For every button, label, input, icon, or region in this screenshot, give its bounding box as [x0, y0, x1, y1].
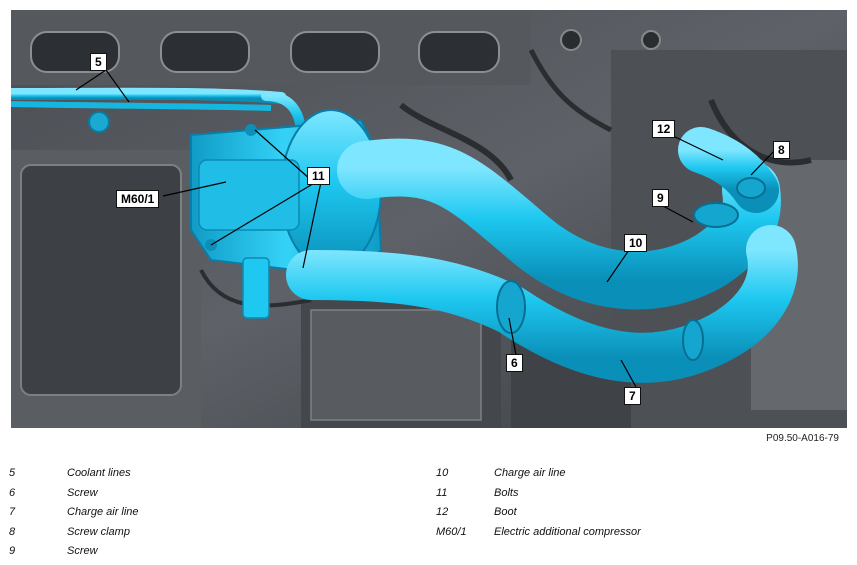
legend-number: 11	[436, 487, 448, 499]
legend-description: Bolts	[494, 487, 519, 499]
legend-description: Electric additional compressor	[494, 526, 641, 538]
legend-description: Charge air line	[494, 467, 566, 479]
charge-air-line-7	[286, 225, 798, 383]
legend-number: 6	[9, 487, 16, 499]
callout-12: 12	[652, 120, 676, 138]
legend-number: M60/1	[436, 526, 467, 538]
legend-number: 8	[9, 526, 16, 538]
legend-description: Screw clamp	[67, 526, 130, 538]
coolant-line-upper	[11, 87, 287, 104]
callout-7: 7	[624, 387, 641, 405]
legend-description: Coolant lines	[67, 467, 131, 479]
callout-9: 9	[652, 189, 669, 207]
charge-air-line-10	[337, 138, 781, 310]
callout-8: 8	[773, 141, 790, 159]
legend-number: 7	[9, 506, 16, 518]
engine-illustration: 5 11 M60/1 12 8 9 10 6 7	[11, 10, 847, 428]
callout-10: 10	[624, 234, 648, 252]
legend-number: 5	[9, 467, 16, 479]
legend-number: 9	[9, 545, 16, 557]
legend-number: 10	[436, 467, 449, 479]
callout-m60-1: M60/1	[116, 190, 160, 208]
callout-11: 11	[307, 167, 330, 185]
callout-6: 6	[506, 354, 523, 372]
legend-description: Screw	[67, 487, 98, 499]
callout-5: 5	[90, 53, 107, 71]
legend-description: Screw	[67, 545, 98, 557]
legend-description: Boot	[494, 506, 517, 518]
figure-reference: P09.50-A016-79	[766, 433, 839, 444]
engine-drawing	[11, 10, 847, 428]
legend-number: 12	[436, 506, 449, 518]
legend-description: Charge air line	[67, 506, 139, 518]
